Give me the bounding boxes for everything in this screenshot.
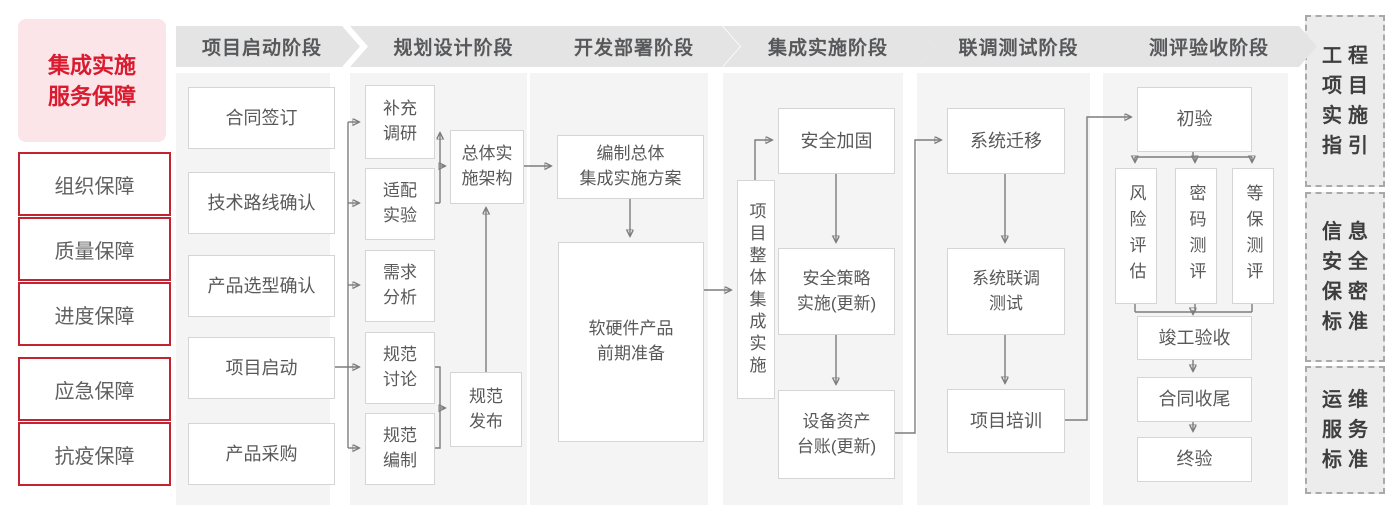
sidebar-title-card: 集成实施 服务保障 — [18, 19, 166, 142]
phase-header-planning-design: 规划设计阶段 — [350, 26, 559, 67]
connector-arrow — [754, 140, 772, 180]
connector-arrow — [1063, 117, 1131, 421]
standard-line: 运维 — [1322, 389, 1374, 411]
phase-header-dev-deployment: 开发部署阶段 — [530, 26, 740, 67]
node-overall-plan-compilation: 编制总体 集成实施方案 — [557, 135, 704, 199]
standard-line: 指引 — [1322, 135, 1374, 157]
node-asset-ledger-update: 设备资产 台账(更新) — [778, 390, 895, 479]
node-product-selection-confirm: 产品选型确认 — [188, 255, 335, 317]
node-security-policy-update: 安全策略 实施(更新) — [778, 248, 895, 335]
sidebar-item-schedule: 进度保障 — [18, 282, 171, 346]
standard-line: 标准 — [1322, 311, 1374, 333]
node-joint-testing: 系统联调 测试 — [947, 248, 1065, 335]
node-project-kickoff: 项目启动 — [188, 337, 335, 399]
node-adaptation-experiment: 适配 实验 — [365, 168, 435, 240]
node-risk-assessment: 风险评估 — [1115, 168, 1157, 304]
node-product-procurement: 产品采购 — [188, 423, 335, 485]
node-initial-acceptance: 初验 — [1137, 87, 1252, 152]
standard-line: 项目 — [1322, 75, 1374, 97]
sidebar-item-emergency: 应急保障 — [18, 357, 171, 421]
connector — [1134, 302, 1253, 313]
node-hw-sw-preparation: 软硬件产品 前期准备 — [558, 242, 704, 442]
standard-om-service: 运维 服务 标准 — [1305, 366, 1385, 494]
node-system-migration: 系统迁移 — [947, 108, 1065, 174]
node-overall-implementation-architecture: 总体实 施架构 — [450, 130, 524, 204]
standard-infosec-confidentiality: 信息 安全 保密 标准 — [1305, 192, 1385, 362]
node-contract-signing: 合同签订 — [188, 87, 335, 149]
phase-header-evaluation-acceptance: 测评验收阶段 — [1103, 26, 1317, 67]
node-tech-route-confirm: 技术路线确认 — [188, 172, 335, 234]
phase-header-joint-testing: 联调测试阶段 — [917, 26, 1122, 67]
node-overall-integration-implementation: 项目整体集成实施 — [737, 180, 775, 399]
node-final-acceptance: 终验 — [1137, 437, 1252, 482]
node-requirements-analysis: 需求 分析 — [365, 250, 435, 322]
node-mlps-evaluation: 等保测评 — [1232, 168, 1274, 304]
standard-line: 信息 — [1322, 221, 1374, 243]
phase-header-integration-implementation: 集成实施阶段 — [723, 26, 935, 67]
node-security-hardening: 安全加固 — [778, 108, 895, 174]
standard-line: 实施 — [1322, 105, 1374, 127]
sidebar-item-quality: 质量保障 — [18, 217, 171, 281]
standard-line: 安全 — [1322, 251, 1374, 273]
sidebar-item-epidemic: 抗疫保障 — [18, 422, 171, 486]
standard-line: 标准 — [1322, 449, 1374, 471]
node-crypto-evaluation: 密码测评 — [1175, 168, 1217, 304]
sidebar-item-organization: 组织保障 — [18, 152, 171, 216]
node-spec-release: 规范 发布 — [450, 372, 522, 447]
standard-line: 工程 — [1322, 45, 1374, 67]
node-spec-discussion: 规范 讨论 — [365, 332, 435, 404]
node-spec-drafting: 规范 编制 — [365, 413, 435, 485]
node-completion-acceptance: 竣工验收 — [1137, 316, 1252, 360]
standard-line: 保密 — [1322, 281, 1374, 303]
standard-engineering-project-guide: 工程 项目 实施 指引 — [1305, 15, 1385, 187]
standard-line: 服务 — [1322, 419, 1374, 441]
node-supplementary-research: 补充 调研 — [365, 85, 435, 159]
node-project-training: 项目培训 — [947, 389, 1065, 453]
node-contract-closure: 合同收尾 — [1137, 377, 1252, 422]
connector-arrow — [893, 140, 941, 434]
phase-header-project-initiation: 项目启动阶段 — [176, 26, 360, 67]
